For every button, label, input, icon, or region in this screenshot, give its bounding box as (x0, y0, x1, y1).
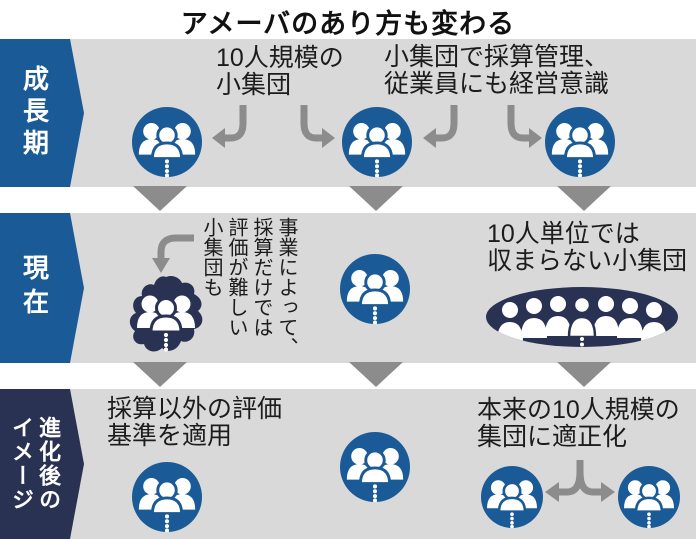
people-group-circle-icon (340, 432, 410, 502)
fork-arrow-icon (545, 460, 615, 502)
note-future-right: 本来の10人規模の 集団に適正化 (477, 396, 680, 451)
people-group-circle-icon (545, 107, 615, 177)
note-future-left: 採算以外の評価 基準を適用 (107, 395, 283, 450)
chevron-shape-growth (0, 39, 84, 187)
chevron-shape-future (0, 389, 84, 539)
down-triangle-icon (133, 186, 187, 211)
down-triangle-icon (557, 362, 611, 387)
stage-label-present: 現在 (19, 254, 50, 322)
hook-arrow-left-icon (423, 105, 458, 148)
people-group-amoeba-icon (129, 275, 203, 354)
stage-label-future: 進化後の イメージ (9, 416, 61, 512)
people-group-ellipse-icon (486, 287, 678, 347)
diagram-title: アメーバのあり方も変わる (180, 9, 516, 39)
people-group-circle-icon (340, 254, 410, 324)
hook-arrow-right-icon (507, 105, 542, 148)
people-group-circle-icon (481, 466, 543, 528)
hook-arrow-down-icon (152, 234, 194, 273)
down-triangle-icon (133, 362, 187, 387)
people-group-circle-icon (342, 107, 412, 177)
chevron-shape-present (0, 213, 84, 363)
note-present-right: 10人単位では 収まらない小集団 (487, 220, 688, 275)
note-present-vertical: 事業によって、 採算だけでは 評価が難しい 小集団も (200, 217, 297, 357)
people-group-circle-icon (618, 466, 680, 528)
note-growth-left: 10人規模の 小集団 (216, 44, 344, 99)
down-triangle-icon (349, 362, 403, 387)
stage-label-growth: 成長期 (19, 65, 50, 161)
down-triangle-icon (557, 186, 611, 211)
people-group-circle-icon (132, 462, 202, 532)
down-triangle-icon (349, 186, 403, 211)
hook-arrow-right-icon (300, 105, 335, 148)
people-group-circle-icon (132, 107, 202, 177)
hook-arrow-left-icon (212, 105, 247, 148)
note-growth-right: 小集団で採算管理、 従業員にも経営意識 (384, 43, 610, 98)
